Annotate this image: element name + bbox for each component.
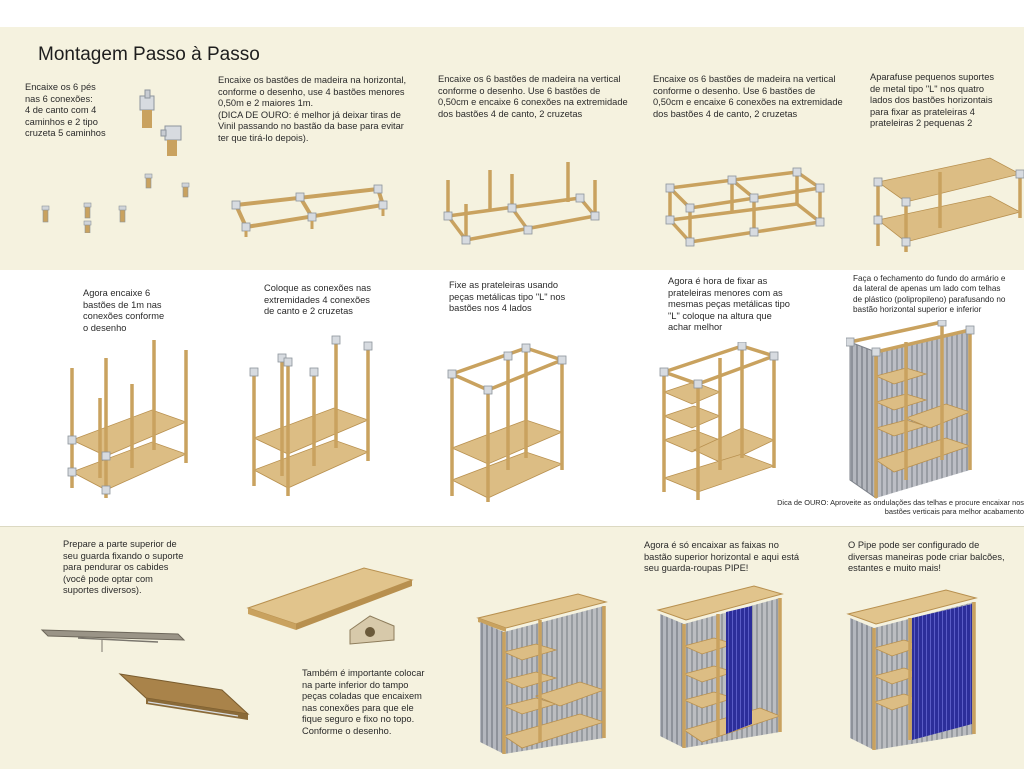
step-14-illustration [846,589,978,750]
step-4-illustration [665,167,825,247]
step-2-illustration [231,184,388,237]
step-11-illustration [40,629,250,720]
step-6-illustration [67,340,188,498]
step-4-text: Encaixe os 6 bastões de madeira na verti… [653,74,843,119]
step-12-illustration [246,567,414,645]
corner-connector-icon [139,89,155,128]
plug-piece-icon [349,615,395,645]
step-10-illustration [846,320,975,499]
gold-tip-text: Dica de OURO: Aproveite as ondulações da… [777,498,1024,516]
step-2-text: Encaixe os bastões de madeira na horizon… [218,75,407,143]
cross-connector-icon [160,125,182,156]
step-3-illustration [443,162,600,245]
step-13-illustration [656,585,784,748]
page-title: Montagem Passo à Passo [38,44,260,65]
step-7-illustration [249,335,373,496]
step-8-illustration [447,343,567,502]
step-1-illustration [41,89,190,233]
step-9-illustration [659,342,779,500]
wardrobe-panels-illustration [476,593,608,754]
step-3-text: Encaixe os 6 bastões de madeira na verti… [438,74,628,119]
step-5-illustration [873,157,1024,252]
